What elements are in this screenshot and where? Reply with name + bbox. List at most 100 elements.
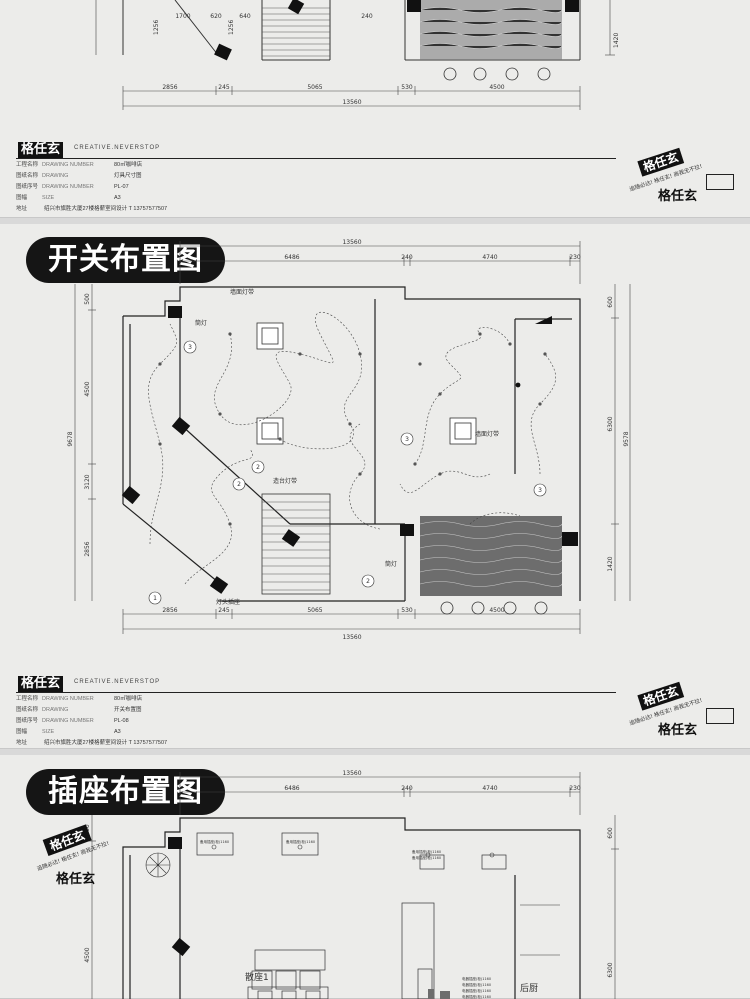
dim-label: 4740 xyxy=(482,785,497,792)
dim-label: 4500 xyxy=(489,84,504,91)
dim-label: 3120 xyxy=(84,474,91,489)
title-row: 地址绍兴市旗胜大厦27楼格薪室间设计 T 13757577507 xyxy=(16,206,168,212)
dim-label: 530 xyxy=(401,84,413,91)
drawing-sheet-socket-layout: 插座布置图 xyxy=(0,755,750,999)
svg-text:备用插座(柜)1160: 备用插座(柜)1160 xyxy=(412,849,441,854)
svg-text:2: 2 xyxy=(366,578,370,585)
dim-label: 240 xyxy=(361,13,373,20)
dim-label: 5065 xyxy=(307,607,322,614)
dim-label: 600 xyxy=(607,296,614,308)
svg-text:2: 2 xyxy=(237,481,241,488)
svg-text:电器插座(柜)1160: 电器插座(柜)1160 xyxy=(462,988,491,993)
dim-label: 230 xyxy=(569,785,581,792)
svg-text:3: 3 xyxy=(188,344,192,351)
svg-text:备用插座(柜)1160: 备用插座(柜)1160 xyxy=(412,855,441,860)
svg-text:格任玄: 格任玄 xyxy=(48,827,87,853)
svg-text:1: 1 xyxy=(153,595,157,602)
dim-label: 4740 xyxy=(482,254,497,261)
dim-label: 240 xyxy=(401,785,413,792)
dim-label: 6486 xyxy=(284,254,299,261)
drawing-sheet-lighting: 2856 245 5065 530 4500 13560 1700 620 64… xyxy=(0,0,750,218)
svg-text:格任玄: 格任玄 xyxy=(658,722,697,738)
dim-label: 1420 xyxy=(607,556,614,571)
label-downlight: 筒灯 xyxy=(195,319,207,327)
dim-total: 13560 xyxy=(342,634,361,641)
hatched-floor xyxy=(420,516,562,596)
label-wall-light: 墙面灯带 xyxy=(475,430,499,438)
dim-label: 245 xyxy=(218,607,230,614)
floor-plan-fragment: 2856 245 5065 530 4500 13560 1700 620 64… xyxy=(95,0,620,110)
dim-label: 2856 xyxy=(162,84,177,91)
dim-total: 13560 xyxy=(342,770,361,777)
svg-text:电器插座(柜)1160: 电器插座(柜)1160 xyxy=(462,994,491,999)
plant-icon xyxy=(145,852,171,878)
dim-label: 6300 xyxy=(607,962,614,977)
label-counter-light: 造台灯带 xyxy=(273,477,297,485)
stamp-box xyxy=(706,708,734,724)
sheet-banner: 插座布置图 xyxy=(26,769,225,815)
dim-label: 6486 xyxy=(284,785,299,792)
dim-label: 4500 xyxy=(84,947,91,962)
title-rule xyxy=(16,692,616,693)
brand-tagline: CREATIVE.NEVERSTOP xyxy=(74,679,161,685)
dim-total: 9678 xyxy=(67,431,74,446)
dim-label: 230 xyxy=(569,254,581,261)
dim-label: 1256 xyxy=(153,20,160,35)
svg-text:3: 3 xyxy=(405,436,409,443)
label-kitchen: 后厨 xyxy=(520,983,538,994)
svg-text:2: 2 xyxy=(256,464,260,471)
dim-label: 1256 xyxy=(228,20,235,35)
dim-label: 2856 xyxy=(162,607,177,614)
dim-label: 240 xyxy=(401,254,413,261)
label-downlight: 筒灯 xyxy=(385,560,397,568)
label-socket: 灯头插座 xyxy=(216,598,240,606)
dim-label: 600 xyxy=(607,827,614,839)
brand-stamp: 格任玄 追随必达! 格任玄! 商我无不拉! 格任玄 xyxy=(622,146,734,206)
dim-label: 620 xyxy=(210,13,222,20)
dim-label: 530 xyxy=(401,607,413,614)
dim-label: 4500 xyxy=(489,607,504,614)
brand-tagline: CREATIVE.NEVERSTOP xyxy=(74,145,161,151)
svg-text:格任玄: 格任玄 xyxy=(56,871,95,887)
dim-total: 13560 xyxy=(342,239,361,246)
dim-label: 1420 xyxy=(613,33,620,48)
dim-label: 2856 xyxy=(84,541,91,556)
staircase xyxy=(261,493,331,595)
svg-text:备用插座(柜)1160: 备用插座(柜)1160 xyxy=(200,839,229,844)
brand-stamp: 格任玄 追随必达! 格任玄! 商我无不拉! 格任玄 xyxy=(622,680,734,740)
title-row: 地址绍兴市旗胜大厦27楼格薪室间设计 T 13757577507 xyxy=(16,740,168,746)
stamp-box xyxy=(706,174,734,190)
svg-text:3: 3 xyxy=(538,487,542,494)
dim-total: 13560 xyxy=(342,99,361,106)
dim-total: 9578 xyxy=(623,431,630,446)
dim-label: 1700 xyxy=(175,13,190,20)
svg-text:格任玄: 格任玄 xyxy=(658,188,697,204)
title-rule xyxy=(16,158,616,159)
label-seating: 散座1 xyxy=(245,971,269,983)
dim-label: 500 xyxy=(84,293,91,305)
label-wall-light: 墙面灯带 xyxy=(230,288,254,296)
brand-logo: 格任玄 xyxy=(18,676,64,692)
sheet-banner: 开关布置图 xyxy=(26,237,225,283)
watermark-stamp: 格任玄 追随必达! 格任玄! 商我无不拉! 格任玄 xyxy=(20,815,130,895)
svg-text:备用插座(柜)1160: 备用插座(柜)1160 xyxy=(286,839,315,844)
dim-label: 4500 xyxy=(84,381,91,396)
dim-label: 640 xyxy=(239,13,251,20)
floor-plan-sockets: 备用插座(柜)1160 备用插座(柜)1160 备用插座(柜)1160 备用插座… xyxy=(84,770,619,999)
brand-logo: 格任玄 xyxy=(18,142,64,158)
dim-label: 245 xyxy=(218,84,230,91)
dim-label: 5065 xyxy=(307,84,322,91)
dim-label: 6300 xyxy=(607,416,614,431)
svg-text:电器插座(柜)1160: 电器插座(柜)1160 xyxy=(462,982,491,987)
drawing-sheet-switch-layout: 开关布置图 xyxy=(0,224,750,749)
floor-plan-switches: 3 2 2 1 2 3 3 墙面灯带 筒灯 墙面灯带 造台灯带 灯头插座 筒灯 1356… xyxy=(67,239,631,641)
